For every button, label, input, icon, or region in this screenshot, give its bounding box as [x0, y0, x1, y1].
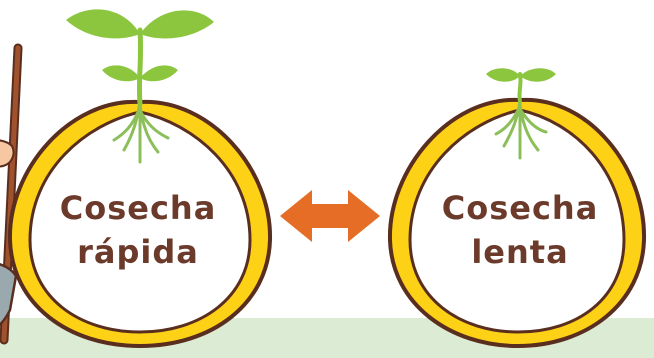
label-slow-harvest: Cosecha lenta — [430, 186, 610, 274]
seed-slow — [387, 97, 647, 349]
label-slow-line2: lenta — [471, 233, 569, 271]
shovel-icon — [0, 43, 23, 345]
label-slow-line1: Cosecha — [441, 189, 599, 227]
small-sprout-icon — [486, 68, 556, 160]
label-fast-harvest: Cosecha rápida — [48, 186, 228, 274]
large-sprout-icon — [66, 9, 214, 164]
double-arrow-icon — [280, 190, 380, 242]
label-fast-line2: rápida — [77, 233, 199, 271]
label-fast-line1: Cosecha — [59, 189, 217, 227]
seed-fast — [7, 99, 273, 349]
